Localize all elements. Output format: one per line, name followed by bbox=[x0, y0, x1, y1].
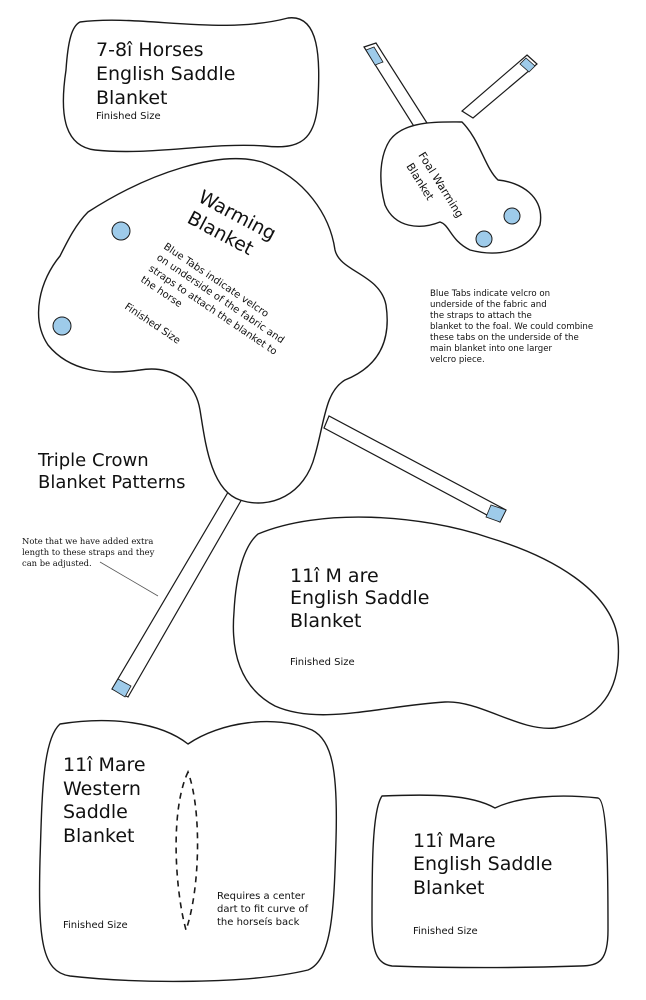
pattern-title-line: English Saddle bbox=[96, 63, 235, 85]
pattern-title-line: English Saddle bbox=[290, 587, 429, 609]
note-line: underside of the fabric and bbox=[430, 300, 547, 310]
note-line: length to these straps and they bbox=[22, 547, 155, 557]
triple-crown-heading: Triple Crown Blanket Patterns bbox=[37, 450, 186, 493]
note-line: can be adjusted. bbox=[22, 558, 92, 568]
dart-note-line: the horseís back bbox=[217, 916, 300, 928]
note-line: the straps to attach the bbox=[430, 311, 532, 321]
pattern-title-line: 11î M are bbox=[290, 565, 379, 587]
pattern-outline bbox=[62, 17, 320, 153]
velcro-tab bbox=[111, 678, 132, 698]
pattern-title-line: Blanket bbox=[63, 825, 134, 847]
pattern-mare-english-saddle-2: 11î Mare English Saddle Blanket Finished… bbox=[371, 794, 609, 969]
finished-size-label: Finished Size bbox=[63, 920, 128, 931]
warming-strap-right bbox=[323, 415, 507, 523]
note-line: velcro piece. bbox=[430, 355, 485, 365]
foal-velcro-note: Blue Tabs indicate velcro on underside o… bbox=[430, 289, 593, 365]
velcro-dot bbox=[503, 207, 521, 225]
pattern-outline bbox=[38, 719, 338, 983]
pattern-outline bbox=[232, 516, 620, 729]
pattern-title-line: 11î Mare bbox=[413, 830, 496, 852]
warming-strap-left bbox=[111, 476, 251, 698]
pattern-title-line: 7-8î Horses bbox=[96, 39, 204, 61]
note-pointer-line bbox=[99, 561, 159, 597]
note-line: Blue Tabs indicate velcro on bbox=[430, 289, 550, 299]
dart-note-line: Requires a center bbox=[217, 891, 306, 902]
velcro-tab bbox=[365, 46, 384, 66]
pattern-title-line: Blanket bbox=[96, 87, 167, 109]
finished-size-label: Finished Size bbox=[413, 926, 478, 937]
pattern-title-line: Blanket bbox=[290, 610, 361, 632]
pattern-title-line: 11î Mare bbox=[63, 754, 146, 776]
finished-size-label: Finished Size bbox=[290, 657, 355, 668]
pattern-mare-english-saddle-1: 11î M are English Saddle Blanket Finishe… bbox=[232, 516, 620, 729]
heading-line: Blanket Patterns bbox=[38, 472, 186, 493]
note-line: these tabs on the underside of the bbox=[430, 333, 579, 343]
pattern-mare-western-saddle: 11î Mare Western Saddle Blanket Finished… bbox=[38, 719, 338, 983]
note-line: blanket to the foal. We could combine bbox=[430, 322, 593, 332]
note-line: main blanket into one larger bbox=[430, 344, 553, 354]
pattern-title-line: Blanket bbox=[413, 877, 484, 899]
velcro-dot bbox=[52, 316, 72, 336]
velcro-tab bbox=[485, 504, 507, 523]
velcro-dot bbox=[475, 230, 493, 248]
pattern-outline bbox=[37, 158, 388, 504]
pattern-foal-warming-blanket: Foal Warming Blanket bbox=[363, 42, 542, 254]
pattern-warming-blanket: Warming Blanket Blue Tabs indicate velcr… bbox=[37, 158, 507, 698]
pattern-outline bbox=[371, 794, 609, 969]
pattern-title-line: Saddle bbox=[63, 801, 128, 823]
foal-strap-right bbox=[460, 54, 538, 119]
pattern-title-line: English Saddle bbox=[413, 853, 552, 875]
note-line: Note that we have added extra bbox=[22, 536, 153, 546]
pattern-outline bbox=[380, 121, 542, 254]
strap-length-note: Note that we have added extra length to … bbox=[22, 536, 159, 597]
heading-line: Triple Crown bbox=[37, 450, 149, 471]
velcro-tab bbox=[519, 57, 536, 73]
center-dart-line bbox=[175, 769, 199, 933]
pattern-horses-english-saddle: 7-8î Horses English Saddle Blanket Finis… bbox=[62, 17, 320, 153]
dart-note-line: dart to fit curve of bbox=[217, 904, 309, 915]
velcro-dot bbox=[111, 221, 131, 241]
finished-size-label: Finished Size bbox=[96, 111, 161, 122]
pattern-title-line: Western bbox=[63, 778, 141, 800]
